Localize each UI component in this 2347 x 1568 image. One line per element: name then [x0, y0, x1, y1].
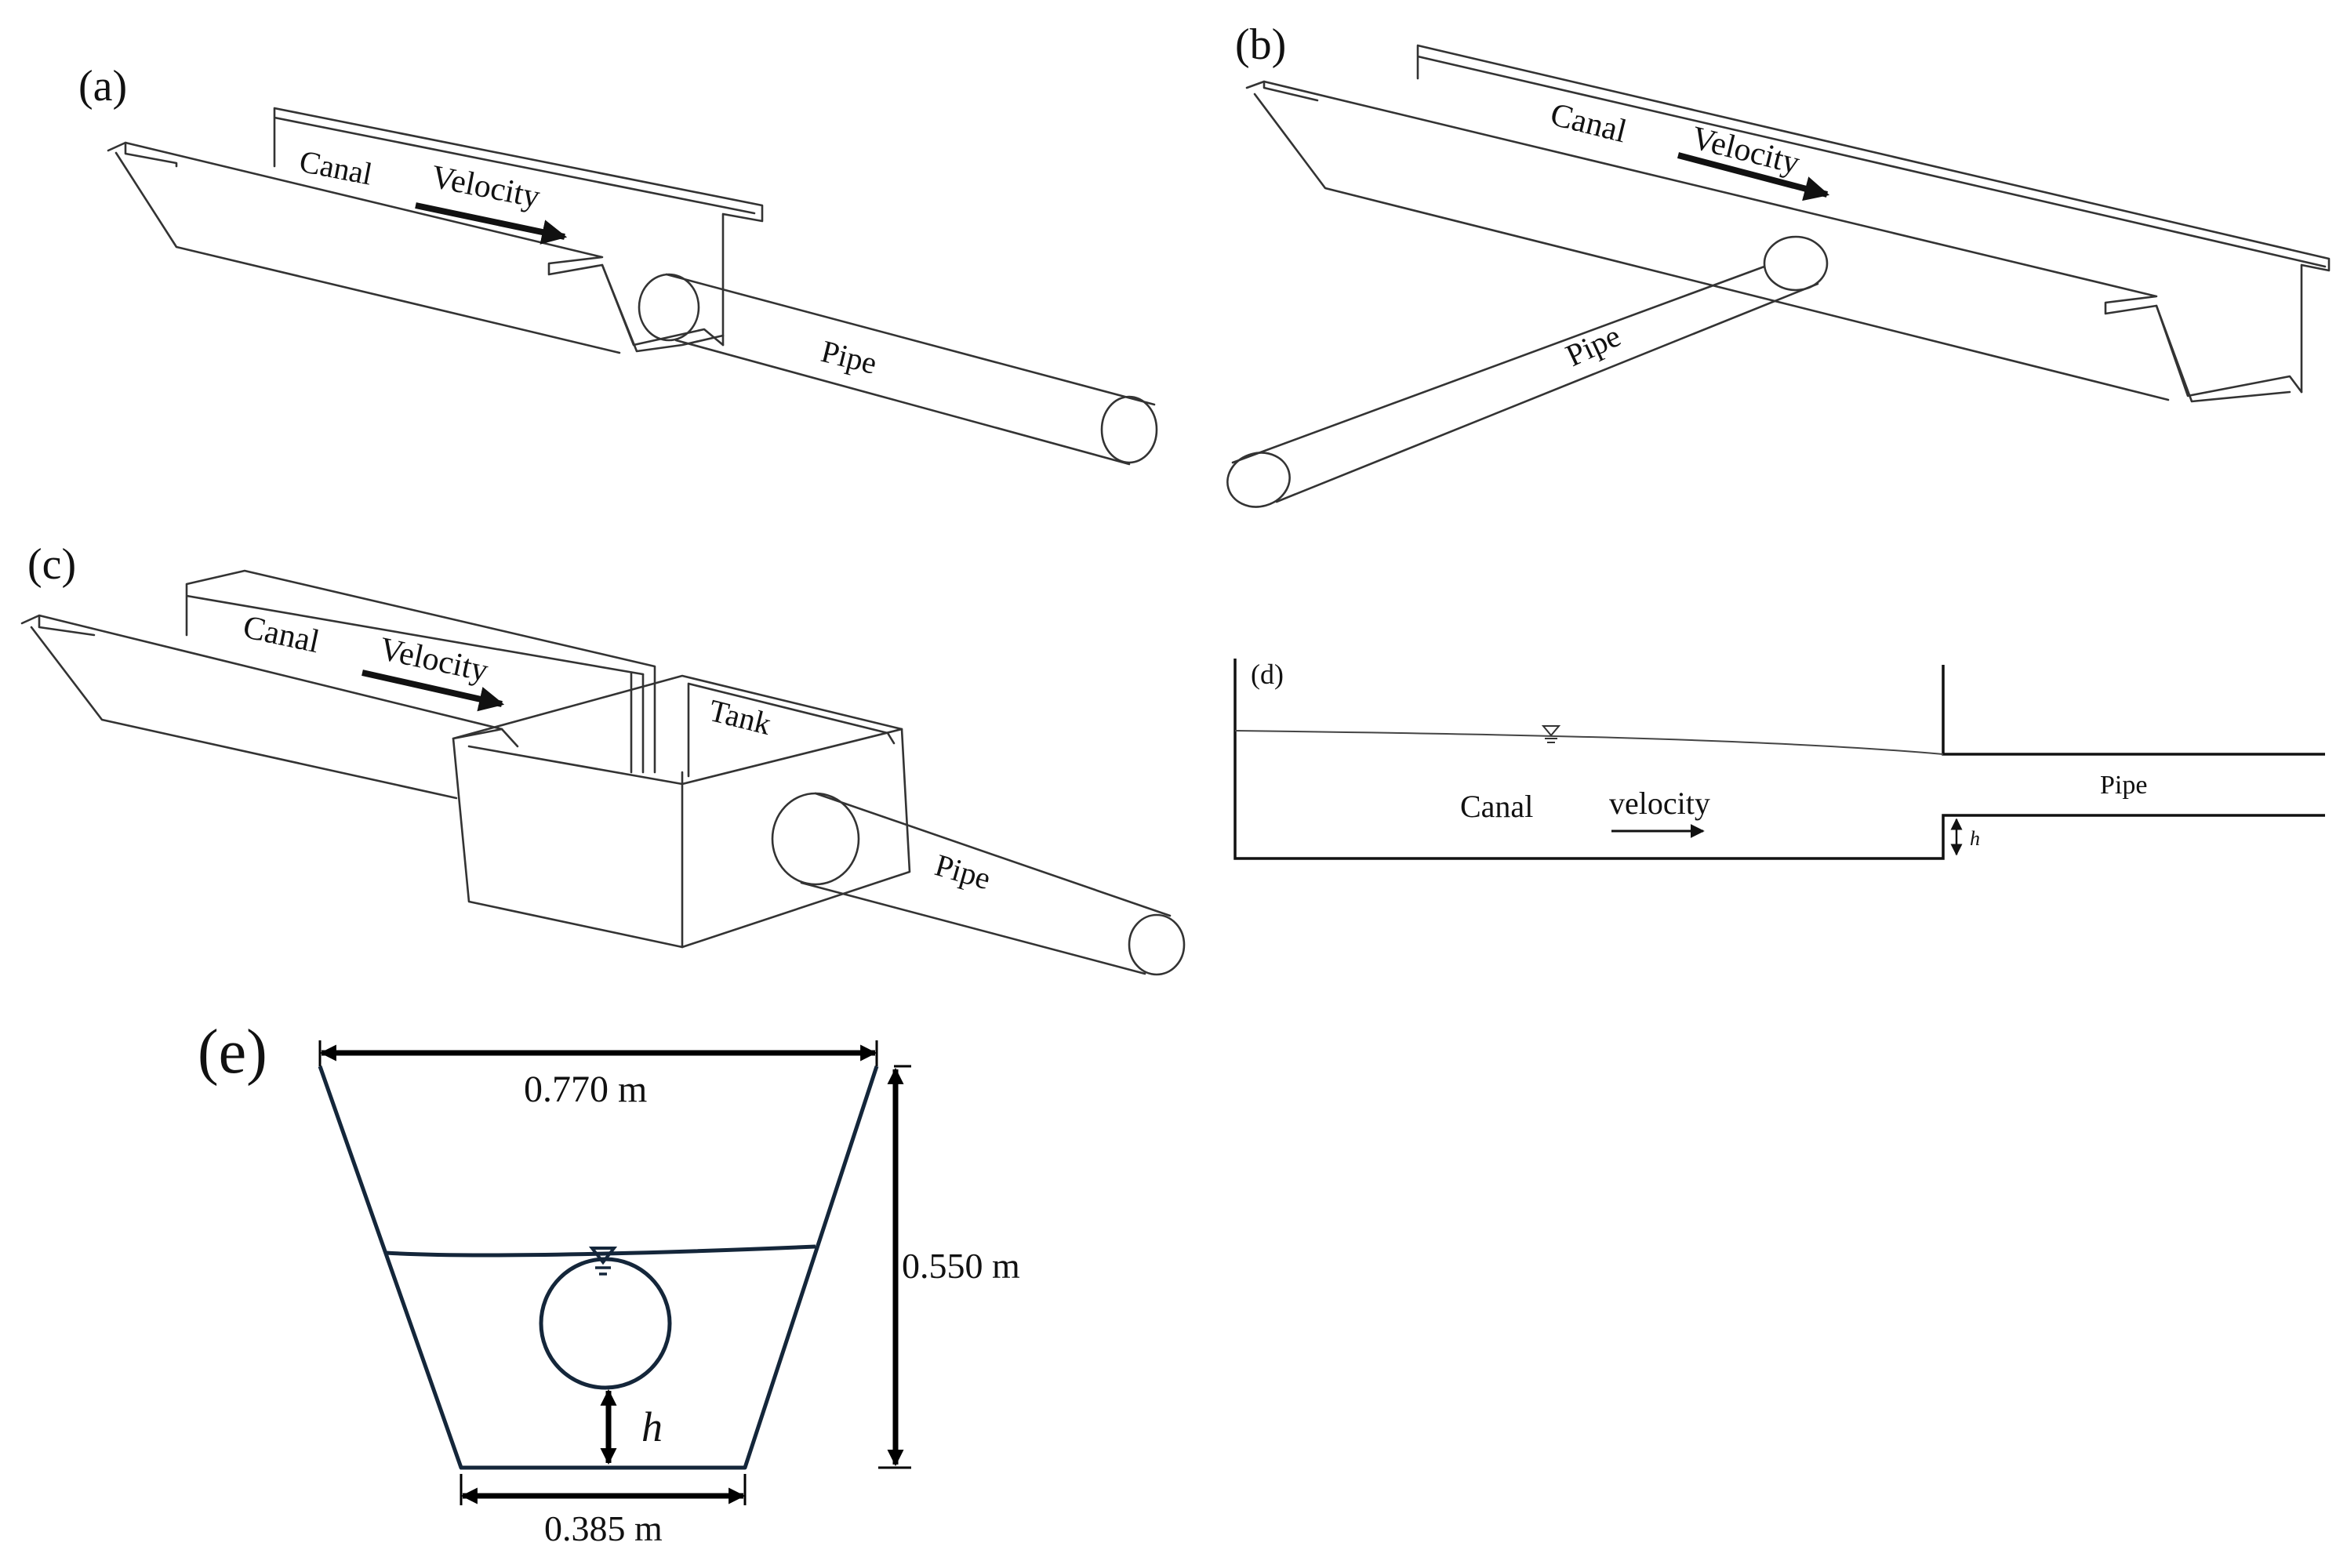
- panel-e: (e) 0.770 m 0.: [198, 1018, 1020, 1548]
- panel-a-canal-drawing: [107, 107, 1158, 466]
- panel-d-canal-label: Canal: [1460, 789, 1533, 824]
- panel-c-velocity-arrow: [361, 670, 505, 712]
- panel-a-pipe-label: Pipe: [818, 333, 881, 381]
- panel-b-canal-drawing: [1226, 44, 2331, 508]
- panel-e-bottom-width-label: 0.385 m: [544, 1508, 663, 1548]
- panel-c: (c) Canal Velocity Tank Pipe: [20, 540, 1186, 976]
- panel-c-label: (c): [27, 540, 76, 589]
- panel-b-label: (b): [1235, 20, 1286, 69]
- panel-e-h-label: h: [641, 1403, 663, 1450]
- panel-c-pipe-label: Pipe: [932, 847, 995, 896]
- panel-b-canal-label: Canal: [1547, 96, 1630, 150]
- panel-a-label: (a): [78, 62, 127, 111]
- panel-a-canal-label: Canal: [296, 143, 375, 192]
- panel-d-h-label: h: [1970, 827, 1980, 850]
- panel-d-pipe-label: Pipe: [2100, 771, 2147, 800]
- panel-e-height-label: 0.550 m: [902, 1246, 1020, 1286]
- panel-e-cross-section: [318, 1040, 911, 1505]
- panel-b: (b) Canal Velocity Pipe: [1226, 20, 2331, 508]
- panel-d-velocity-label: velocity: [1609, 786, 1710, 821]
- panel-a-velocity-arrow: [415, 202, 568, 245]
- panel-e-top-width-label: 0.770 m: [524, 1069, 647, 1110]
- panel-b-velocity-arrow: [1677, 152, 1830, 201]
- panel-d-label: (d): [1251, 659, 1284, 690]
- panel-d: (d) Canal velocity Pipe h: [1233, 659, 2325, 860]
- panel-a: (a) Canal Velocity Pipe: [78, 62, 1158, 466]
- panel-c-tank-label: Tank: [706, 692, 775, 742]
- panel-d-profile: [1233, 659, 2325, 860]
- panel-e-label: (e): [198, 1018, 267, 1087]
- panel-c-canal-drawing: [20, 569, 1186, 976]
